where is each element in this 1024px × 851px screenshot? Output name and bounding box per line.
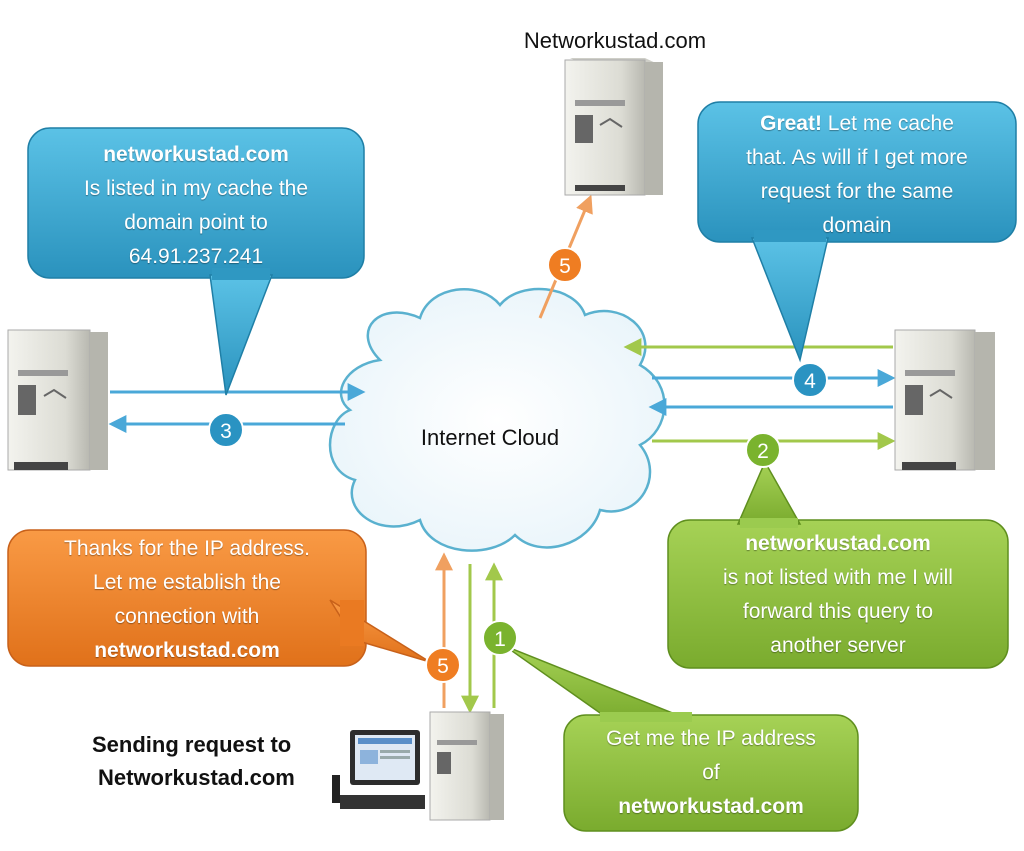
green-bottom-line2: of bbox=[702, 761, 720, 784]
top-server bbox=[564, 58, 663, 196]
orange-line2: Let me establish the bbox=[93, 571, 281, 594]
step-4-number: 4 bbox=[804, 370, 816, 393]
blue-left-line2: Is listed in my cache the bbox=[83, 177, 309, 200]
step-3-badge: 3 bbox=[208, 412, 244, 448]
client-computer bbox=[332, 711, 504, 821]
step-5-bottom-number: 5 bbox=[437, 655, 449, 678]
blue-left-domain: networkustad.com bbox=[103, 143, 289, 166]
step-5-top-number: 5 bbox=[559, 255, 571, 278]
internet-cloud bbox=[328, 287, 666, 552]
step-2-badge: 2 bbox=[745, 432, 781, 468]
bubble-green-right-text: networkustad.com is not listed with me I… bbox=[668, 527, 1008, 663]
bubble-green-right bbox=[667, 460, 1009, 669]
bubble-blue-left-text: networkustad.com Is listed in my cache t… bbox=[28, 138, 364, 274]
arrows-right bbox=[623, 338, 896, 450]
blue-right-line1-rest: Let me cache bbox=[821, 112, 954, 135]
bubble-orange-left-text: Thanks for the IP address. Let me establ… bbox=[8, 532, 366, 668]
green-right-line2: is not listed with me I will bbox=[723, 566, 953, 589]
top-server-label: Networkustad.com bbox=[523, 28, 707, 53]
bubble-blue-right-text: Great! Let me cache that. As will if I g… bbox=[698, 107, 1016, 243]
blue-right-bold: Great! bbox=[760, 112, 822, 135]
step-1-badge: 1 bbox=[482, 620, 518, 656]
step-5-bottom-badge: 5 bbox=[425, 647, 461, 683]
step-2-number: 2 bbox=[757, 440, 769, 463]
step-4-badge: 4 bbox=[792, 362, 828, 398]
blue-right-line3: request for the same bbox=[760, 180, 954, 203]
step-5-top-badge: 5 bbox=[547, 247, 583, 283]
left-server bbox=[7, 329, 108, 471]
orange-line3: connection with bbox=[114, 605, 260, 628]
blue-left-ip: 64.91.237.241 bbox=[128, 245, 264, 268]
green-bottom-domain: networkustad.com bbox=[618, 795, 804, 818]
cloud-label: Internet Cloud bbox=[420, 425, 560, 450]
bubble-orange-left bbox=[7, 529, 431, 667]
green-right-line4: another server bbox=[770, 634, 906, 657]
step-3-number: 3 bbox=[220, 420, 232, 443]
bubble-blue-left bbox=[27, 127, 365, 396]
orange-domain: networkustad.com bbox=[94, 639, 280, 662]
green-right-line3: forward this query to bbox=[742, 600, 934, 623]
blue-left-line3: domain point to bbox=[124, 211, 268, 234]
client-label-line1: Sending request to bbox=[92, 732, 292, 757]
orange-line1: Thanks for the IP address. bbox=[64, 537, 310, 560]
bubble-green-bottom bbox=[504, 645, 859, 832]
green-right-domain: networkustad.com bbox=[745, 532, 931, 555]
green-bottom-line1: Get me the IP address bbox=[606, 727, 816, 750]
bubble-blue-right bbox=[697, 101, 1017, 363]
blue-right-line4: domain bbox=[822, 214, 892, 237]
right-server bbox=[894, 329, 995, 471]
step-1-number: 1 bbox=[494, 628, 506, 651]
blue-right-line2: that. As will if I get more bbox=[746, 146, 968, 169]
client-label-line2: Networkustad.com bbox=[98, 765, 295, 790]
bubble-green-bottom-text: Get me the IP address of networkustad.co… bbox=[564, 722, 858, 824]
